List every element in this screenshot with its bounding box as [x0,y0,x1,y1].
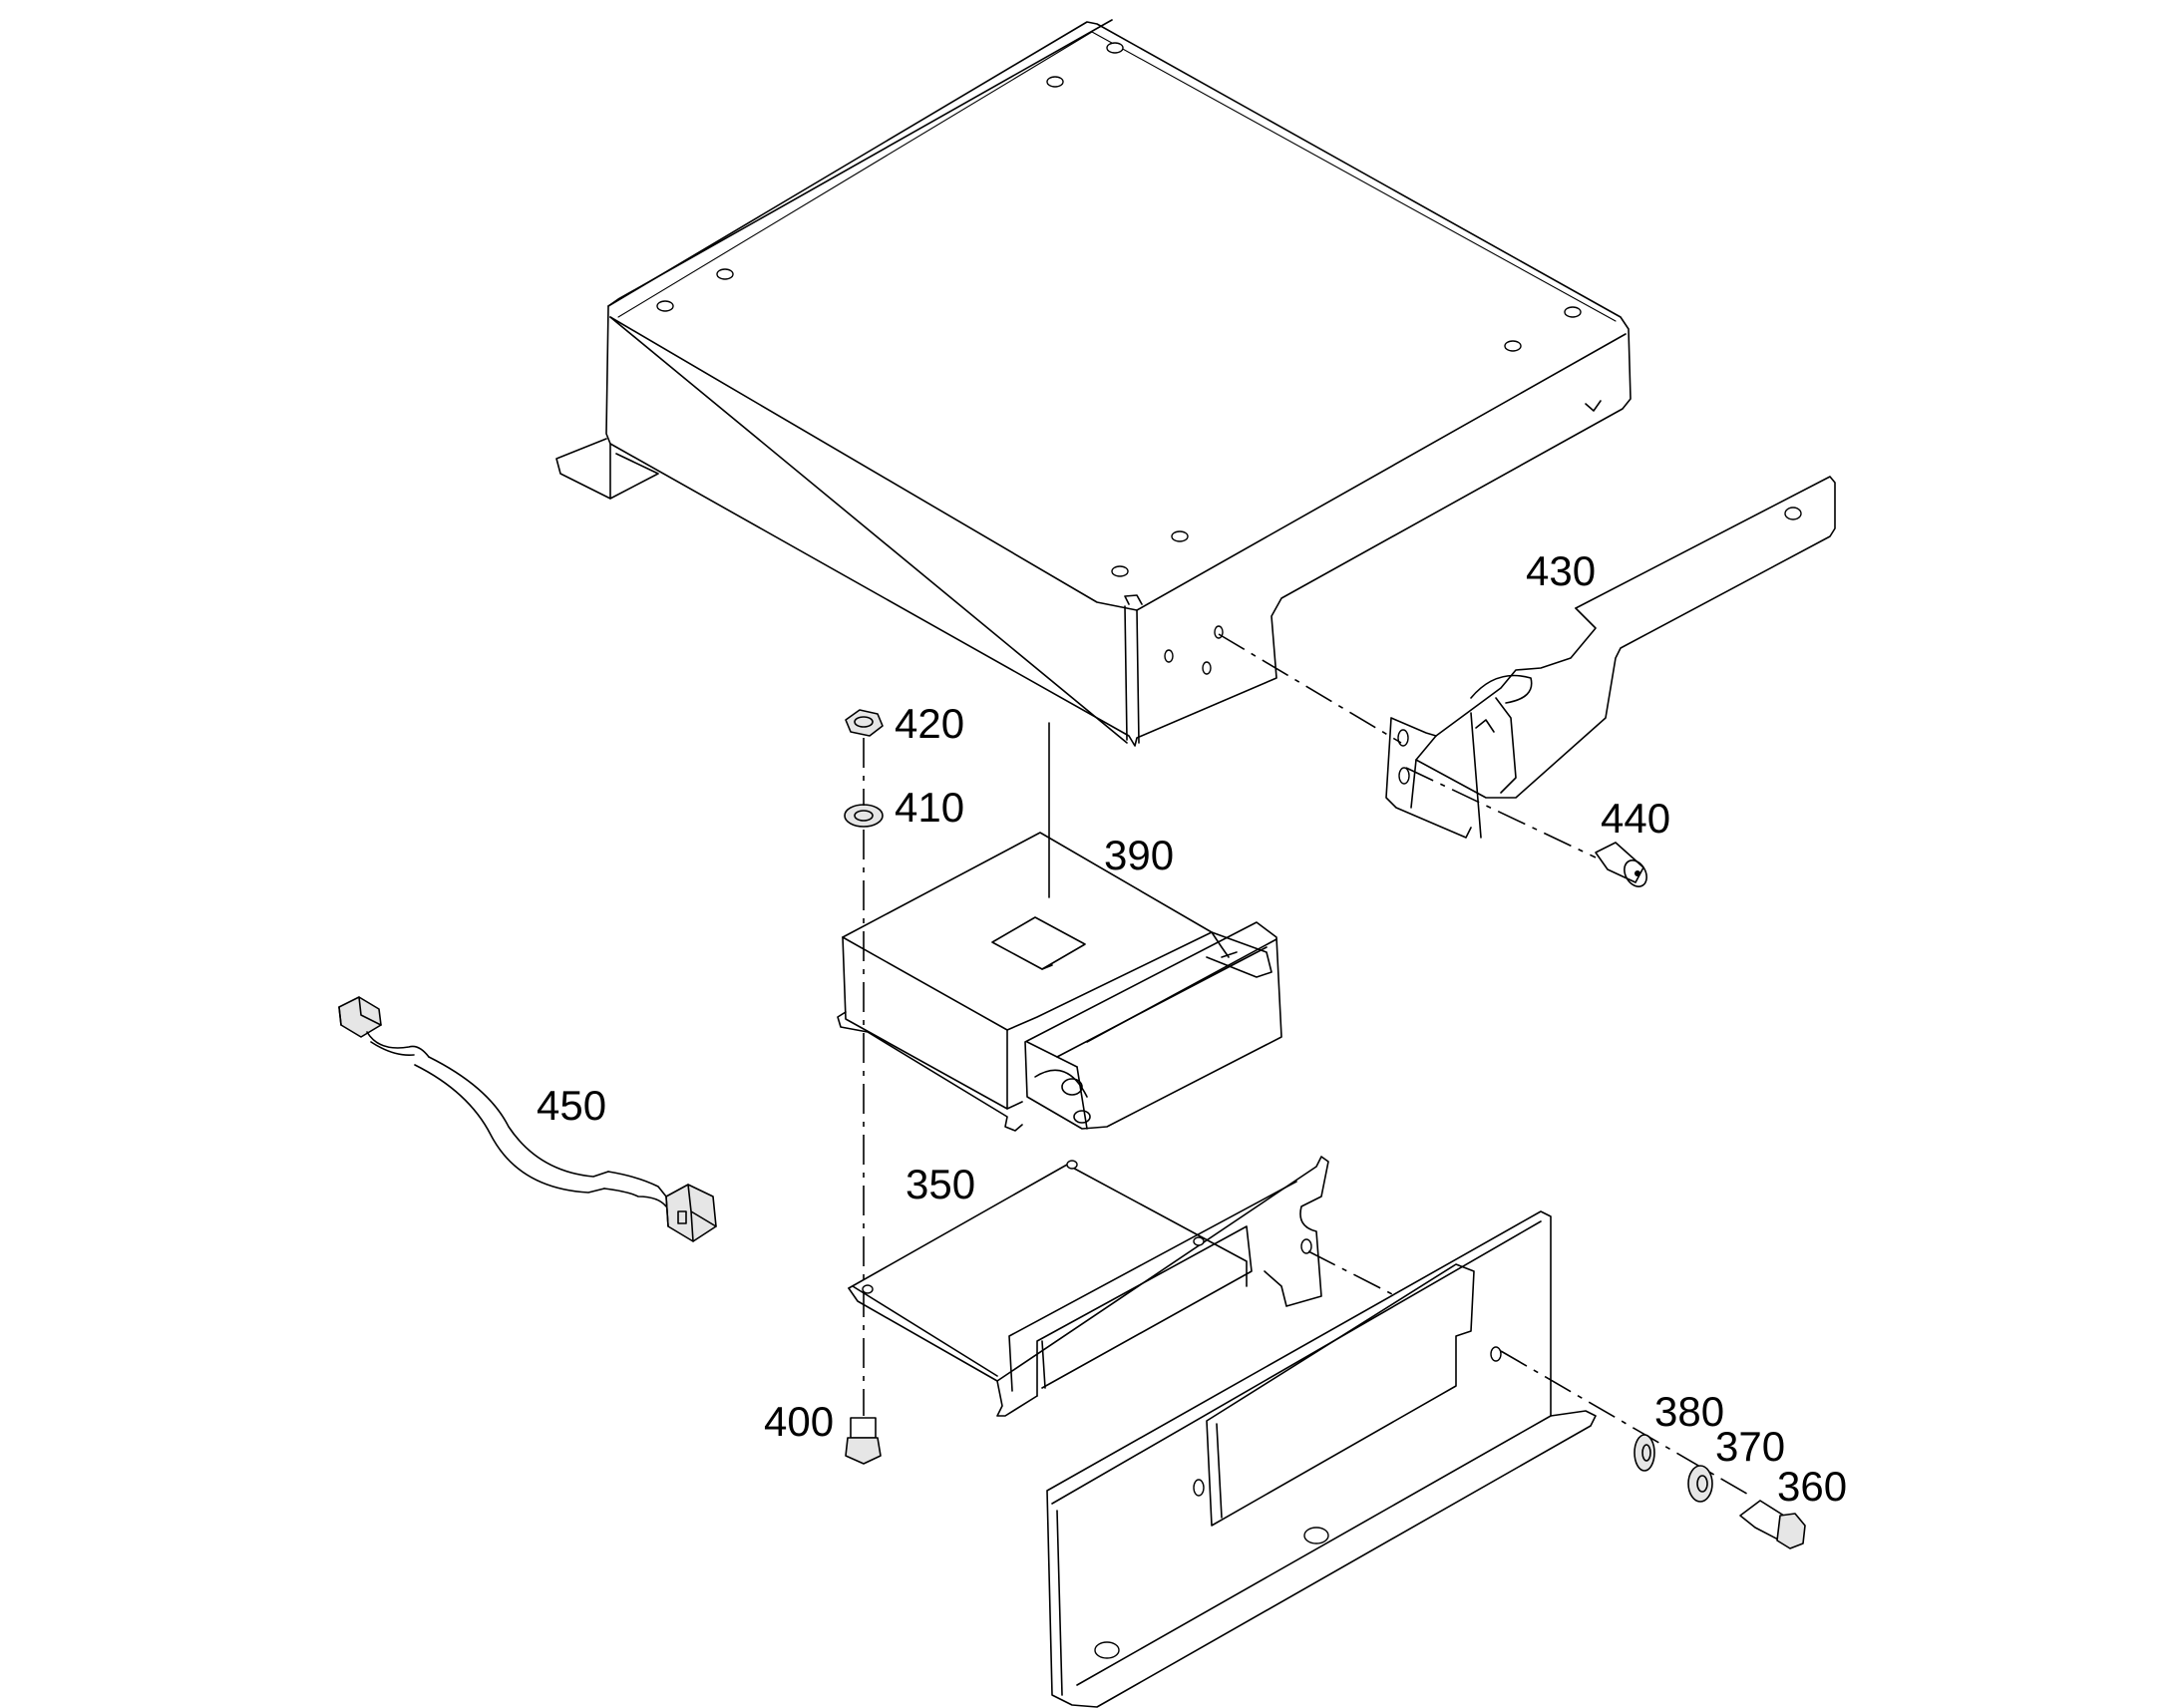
label-360: 360 [1777,1463,1847,1510]
bolt-360 [1739,1500,1806,1549]
washer-410 [844,804,884,828]
label-420: 420 [895,700,964,747]
label-400: 400 [764,1398,834,1445]
washer-370 [1687,1465,1713,1503]
plate-350 [848,1156,1329,1417]
bracket-430 [1385,476,1836,839]
label-450: 450 [537,1082,606,1129]
label-380: 380 [1654,1388,1724,1435]
label-390: 390 [1104,832,1174,878]
label-370: 370 [1715,1423,1785,1470]
axis-360 [1500,1350,1751,1497]
washer-380 [1634,1434,1655,1472]
top-cover [555,19,1632,747]
screw-440 [1595,842,1647,887]
axis-440 [1405,767,1597,858]
nut-420 [845,709,884,737]
label-350: 350 [906,1161,975,1207]
axis-430 [1218,633,1402,744]
label-410: 410 [895,784,964,831]
axis-350 [1307,1250,1397,1297]
controller-390 [837,832,1282,1132]
harness-450 [338,996,717,1242]
label-430: 430 [1526,547,1596,594]
label-440: 440 [1601,795,1670,842]
bolt-400 [845,1417,882,1465]
bottom-bracket [1046,1210,1597,1708]
